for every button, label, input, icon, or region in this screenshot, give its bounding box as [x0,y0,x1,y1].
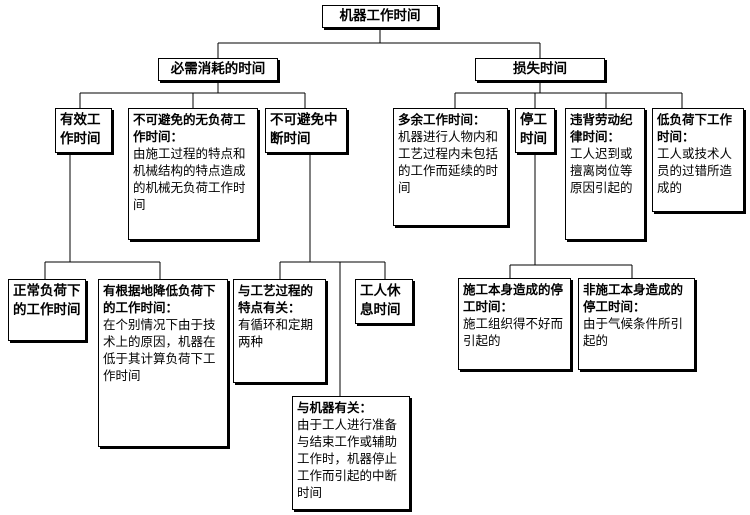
labor-violation-desc: 工人迟到或擅离岗位等原因引起的 [570,146,633,195]
normal-load-node: 正常负荷下的工作时间 [8,279,86,341]
machine-related-title: 与机器有关： [297,400,373,415]
low-load-node: 低负荷下工作时间： 工人或技术人员的过错所造成的 [652,108,744,212]
labor-violation-node: 违背劳动纪律时间： 工人迟到或擅离岗位等原因引起的 [565,108,645,240]
root-node: 机器工作时间 [322,5,438,28]
worker-rest-node: 工人休息时间 [355,279,413,324]
machine-related-desc: 由于工人进行准备与结束工作或辅助工作时，机器停止工作而引起的中断时间 [297,417,398,500]
effective-time-node: 有效工作时间 [55,108,112,153]
labor-violation-title: 违背劳动纪律时间： [570,112,633,144]
unavoidable-noload-desc: 由施工过程的特点和机械结构的特点造成的机械无负荷工作时间 [133,146,246,212]
reduced-load-desc: 在个别情况下由于技术上的原因，机器在低于其计算负荷下工作时间 [103,317,216,383]
excess-work-title: 多余工作时间： [398,112,486,127]
stoppage-node: 停工时间 [515,108,555,153]
loss-time-node: 损失时间 [475,58,605,81]
non-construction-stop-desc: 由于气候条件所引起的 [583,316,684,348]
low-load-title: 低负荷下工作时间： [657,112,733,144]
low-load-desc: 工人或技术人员的过错所造成的 [657,146,733,195]
non-construction-stop-node: 非施工本身造成的停工时间： 由于气候条件所引起的 [578,278,695,370]
unavoidable-noload-title: 不可避免的无负荷工作时间： [133,112,246,144]
process-related-node: 与工艺过程的特点有关： 有循环和定期两种 [233,279,326,383]
reduced-load-title: 有根据地降低负荷下的工作时间： [103,283,216,315]
construction-stop-node: 施工本身造成的停工时间： 施工组织得不好而引起的 [458,278,571,370]
machine-related-node: 与机器有关： 由于工人进行准备与结束工作或辅助工作时，机器停止工作而引起的中断时… [292,396,410,510]
unavoidable-noload-node: 不可避免的无负荷工作时间： 由施工过程的特点和机械结构的特点造成的机械无负荷工作… [128,108,258,240]
process-related-title: 与工艺过程的特点有关： [238,283,314,315]
reduced-load-node: 有根据地降低负荷下的工作时间： 在个别情况下由于技术上的原因，机器在低于其计算负… [98,279,228,447]
process-related-desc: 有循环和定期两种 [238,317,314,349]
necessary-time-node: 必需消耗的时间 [158,58,278,81]
construction-stop-title: 施工本身造成的停工时间： [463,282,564,314]
unavoidable-interrupt-node: 不可避免中断时间 [265,108,347,153]
construction-stop-desc: 施工组织得不好而引起的 [463,316,564,348]
excess-work-desc: 机器进行人物内和工艺过程内未包括的工作而延续的时间 [398,129,499,195]
excess-work-node: 多余工作时间： 机器进行人物内和工艺过程内未包括的工作而延续的时间 [393,108,508,226]
non-construction-stop-title: 非施工本身造成的停工时间： [583,282,684,314]
